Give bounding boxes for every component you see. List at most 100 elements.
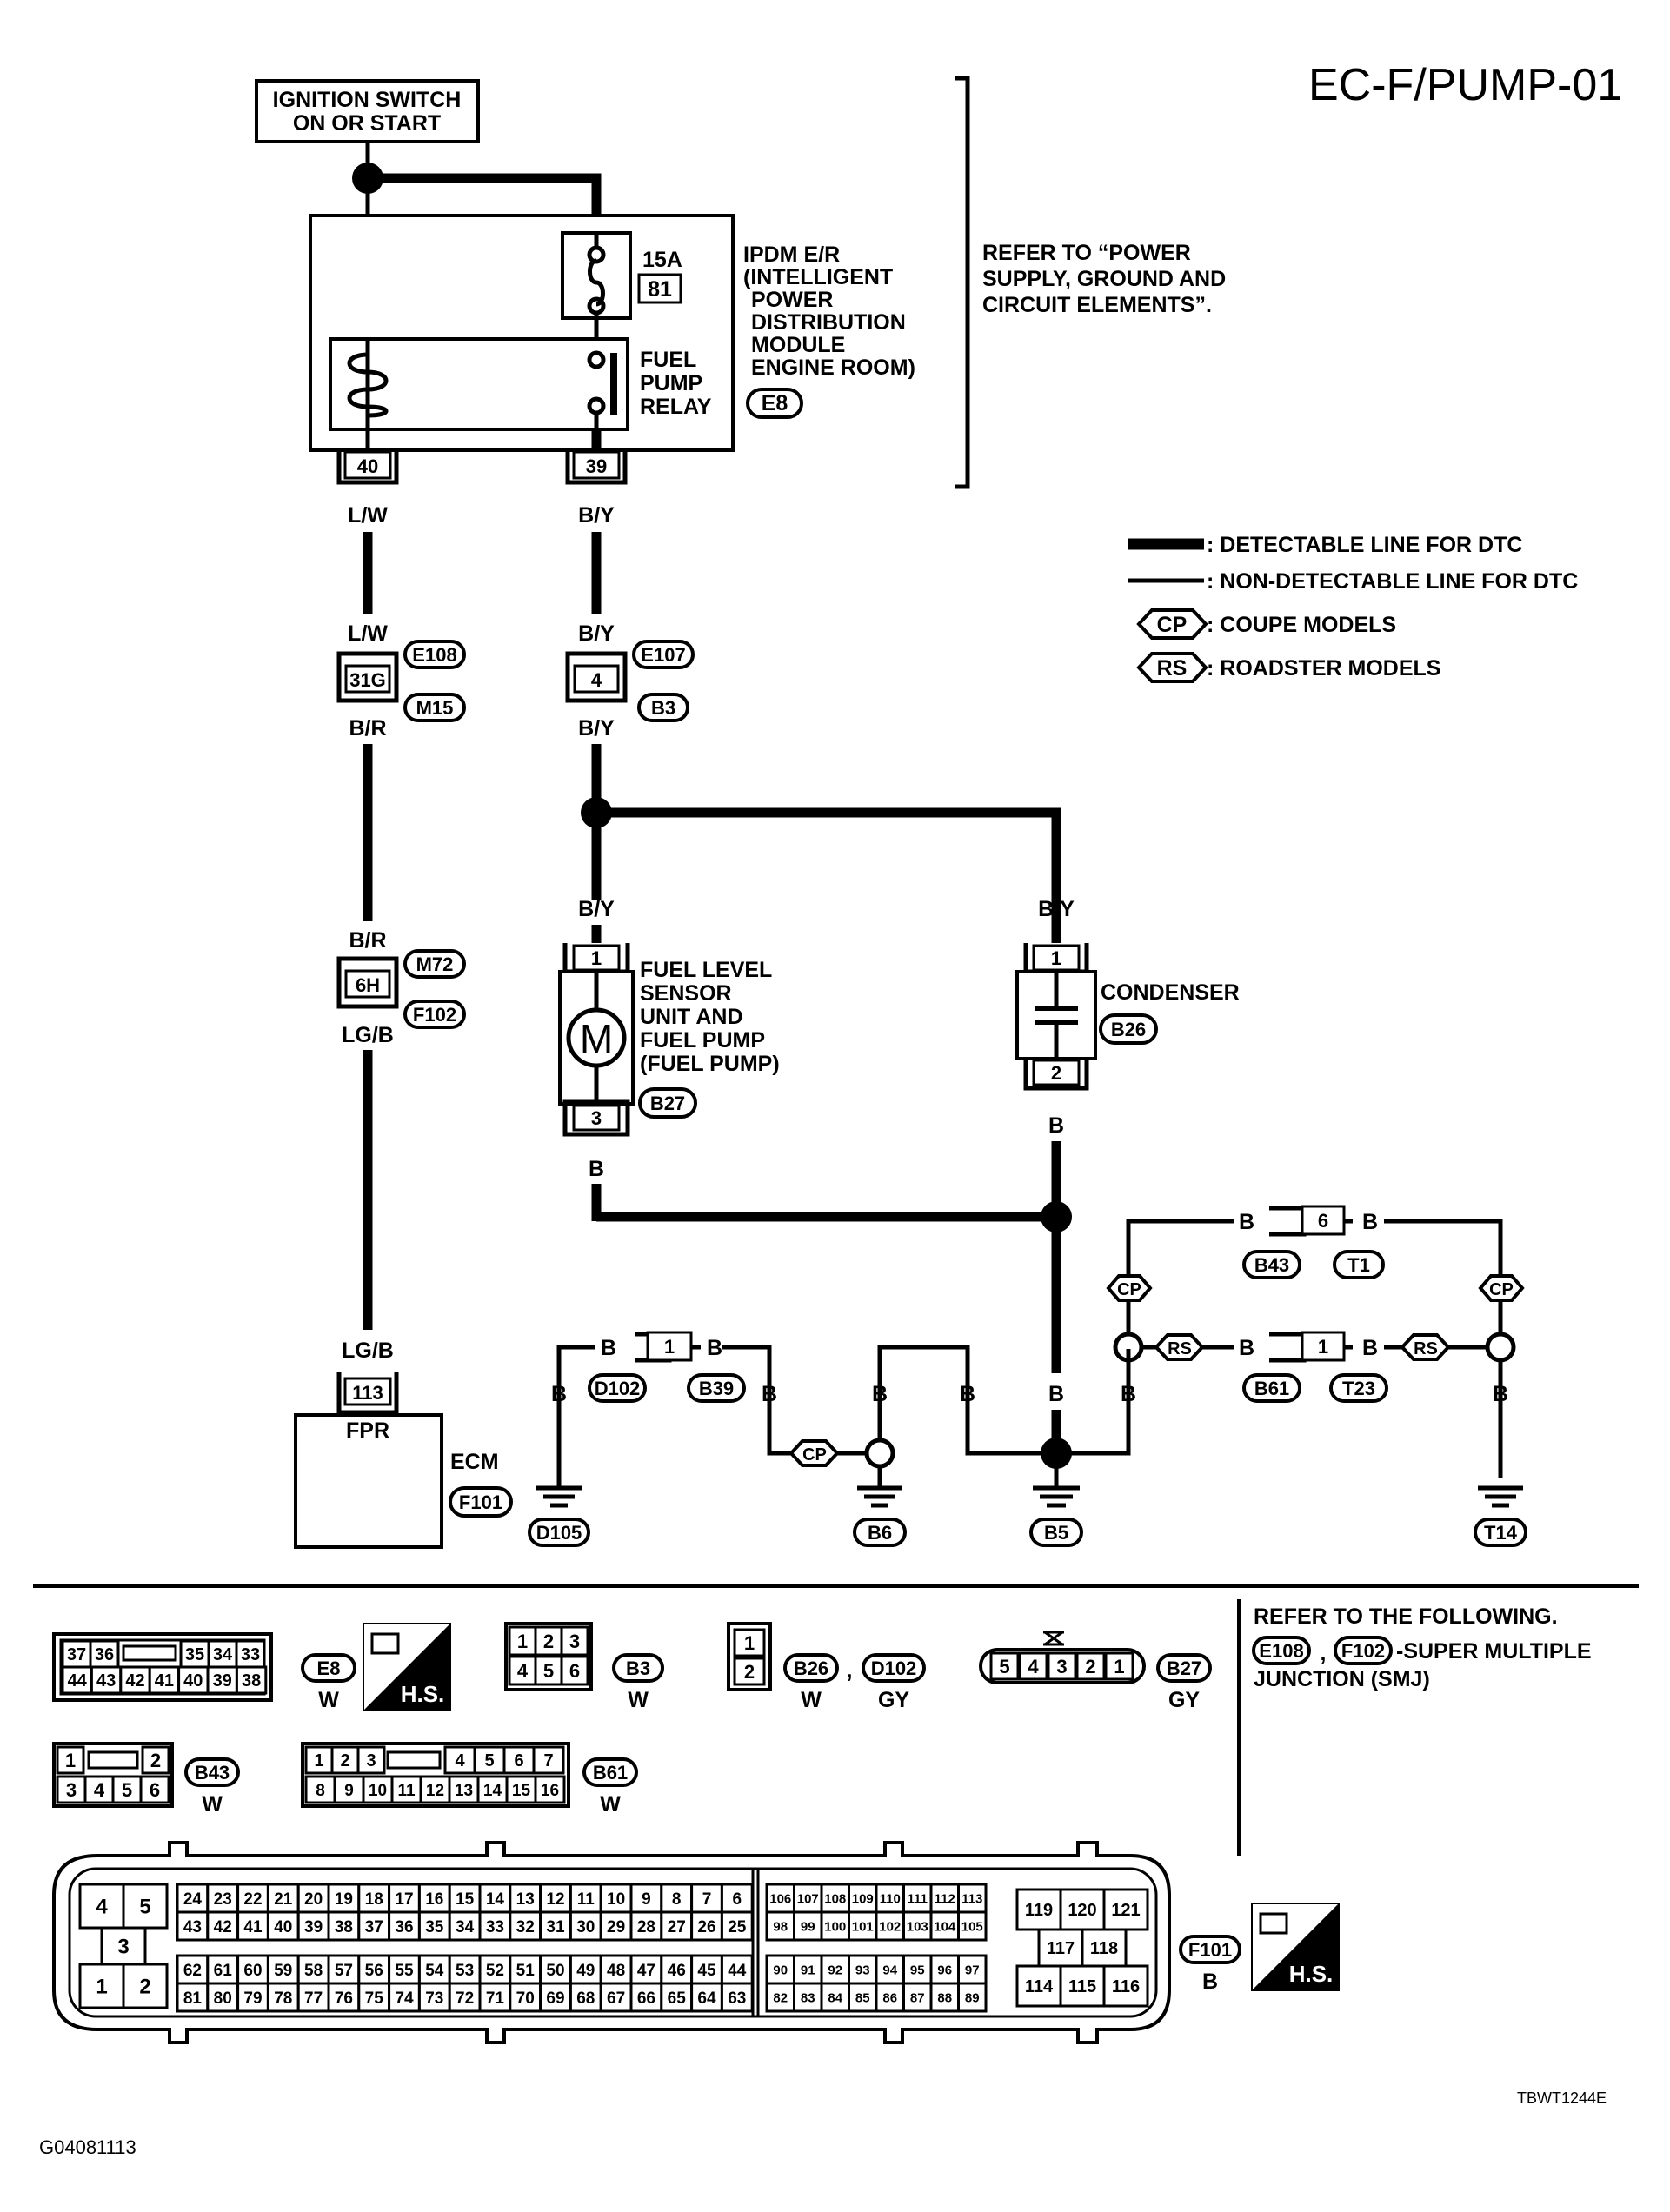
b3-pin bbox=[534, 1625, 563, 1657]
f101-pin-label: 121 bbox=[1111, 1901, 1140, 1920]
f101-pin-label: 20 bbox=[304, 1890, 323, 1909]
f101-pin bbox=[327, 1954, 361, 1985]
f101-pin bbox=[793, 1982, 823, 2013]
b61-color: W bbox=[600, 1792, 621, 1817]
joint-4: 4 E107 B3 bbox=[565, 640, 695, 722]
f101-pin-label: 52 bbox=[486, 1962, 504, 1980]
f101-pin-label: 71 bbox=[486, 1989, 505, 2008]
cp-point-right bbox=[1485, 1332, 1516, 1363]
f101-pin-label: 89 bbox=[965, 1990, 980, 2005]
f101-pin-label: 36 bbox=[395, 1918, 413, 1936]
b27-pin bbox=[1018, 1651, 1048, 1681]
e8-pin-label: 33 bbox=[241, 1645, 260, 1664]
b61-pin bbox=[304, 1775, 336, 1804]
f101-pin-label: 65 bbox=[668, 1989, 687, 2008]
f101-pin-label: 106 bbox=[769, 1891, 791, 1906]
motor-symbol: M bbox=[580, 1016, 613, 1061]
f101-pin-label: 7 bbox=[702, 1890, 712, 1909]
joint-b43: B43 bbox=[1254, 1254, 1289, 1276]
legend-roadster: : ROADSTER MODELS bbox=[1207, 656, 1440, 681]
f101-pin-label: 87 bbox=[910, 1990, 925, 2005]
f101-pin-label: 61 bbox=[214, 1962, 233, 1980]
b27-pin-label: 3 bbox=[1056, 1656, 1067, 1677]
f101-pin-label: 57 bbox=[335, 1962, 353, 1980]
b27-color: GY bbox=[1168, 1688, 1200, 1712]
f101-pin-label: 105 bbox=[961, 1919, 983, 1934]
pump-line5: (FUEL PUMP) bbox=[640, 1052, 780, 1076]
refer-line1: REFER TO “POWER bbox=[982, 241, 1191, 265]
b61-pin bbox=[502, 1745, 536, 1775]
f101-pin-label: 4 bbox=[96, 1896, 108, 1919]
f101-pin bbox=[902, 1910, 933, 1942]
f101-pin bbox=[929, 1982, 960, 2013]
f101-pin bbox=[176, 1954, 210, 1985]
e8-pin-label: 44 bbox=[68, 1671, 88, 1691]
ecm-connector: F101 bbox=[459, 1491, 502, 1513]
f101-pin-label: 15 bbox=[456, 1890, 475, 1909]
f101-pin-label: 113 bbox=[961, 1891, 982, 1906]
b6-point bbox=[864, 1438, 895, 1469]
b61-pin-label: 7 bbox=[543, 1751, 553, 1770]
b27-pin-label: 2 bbox=[1085, 1656, 1095, 1677]
f101-pin-label: 56 bbox=[365, 1962, 383, 1980]
hs-icon-f101: H.S. bbox=[1251, 1903, 1340, 1991]
b61-pin-label: 1 bbox=[314, 1751, 323, 1770]
e8-pin-label: 36 bbox=[95, 1645, 114, 1664]
f101-pin bbox=[266, 1982, 300, 2013]
ipdm-connector: E8 bbox=[762, 391, 788, 415]
e8-pin bbox=[235, 1665, 268, 1695]
wire-lgb-2: LG/B bbox=[342, 1338, 394, 1363]
f101-pin-label: 118 bbox=[1090, 1939, 1118, 1958]
joint-t1: T1 bbox=[1347, 1254, 1370, 1276]
hs-label-e8: H.S. bbox=[401, 1681, 445, 1707]
f101-pin bbox=[509, 1954, 542, 1985]
ipdm-pin-39: 39 bbox=[565, 450, 628, 485]
b26-label: B26 bbox=[794, 1657, 828, 1679]
f101-pin-label: 99 bbox=[801, 1919, 815, 1934]
f101-pin-label: 14 bbox=[486, 1890, 505, 1909]
b61-pin bbox=[419, 1775, 451, 1804]
f101-pin-label: 92 bbox=[828, 1963, 842, 1977]
e8-pin-label: 37 bbox=[67, 1645, 86, 1664]
f101-pin-label: 12 bbox=[546, 1890, 564, 1909]
f101-pin-label: 102 bbox=[879, 1919, 901, 1934]
f101-pin-label: 42 bbox=[214, 1918, 232, 1936]
svg-text:6: 6 bbox=[1318, 1210, 1328, 1232]
f101-pin bbox=[296, 1883, 330, 1914]
f101-pin-label: 86 bbox=[882, 1990, 897, 2005]
b61-pin bbox=[534, 1775, 566, 1804]
diagram-title: EC-F/PUMP-01 bbox=[1308, 60, 1622, 110]
legend-cp-symbol: CP bbox=[1157, 613, 1188, 637]
f101-pin-label: 37 bbox=[365, 1918, 383, 1936]
b61-pin bbox=[362, 1775, 394, 1804]
rs-left: RS bbox=[1168, 1339, 1192, 1358]
f101-pin-label: 46 bbox=[668, 1962, 686, 1980]
joint-f102: F102 bbox=[413, 1004, 456, 1026]
f101-pin-label: 73 bbox=[425, 1989, 443, 2008]
f101-pin-label: 98 bbox=[773, 1919, 788, 1934]
f101-pin-label: 78 bbox=[274, 1989, 292, 2008]
b43-pin-label: 1 bbox=[65, 1750, 76, 1771]
f101-pin bbox=[690, 1910, 723, 1942]
f101-pin bbox=[388, 1954, 421, 1985]
ipdm-line2: (INTELLIGENT bbox=[743, 265, 893, 289]
f101-pin-label: 24 bbox=[183, 1890, 203, 1909]
f101-pin bbox=[122, 1963, 169, 2009]
b61-pin-label: 15 bbox=[512, 1782, 531, 1800]
ipdm-line6: ENGINE ROOM) bbox=[751, 355, 915, 380]
b61-pin-label: 12 bbox=[426, 1782, 444, 1800]
wire-by-4: B/Y bbox=[578, 897, 615, 921]
f101-pin-label: 19 bbox=[335, 1890, 353, 1909]
svg-text:1: 1 bbox=[664, 1336, 675, 1358]
wire-b-b39: B bbox=[707, 1336, 722, 1360]
b43-pin-label: 6 bbox=[150, 1779, 160, 1801]
f101-pin-label: 54 bbox=[425, 1962, 444, 1980]
b27-pin-label: 4 bbox=[1028, 1656, 1039, 1677]
f101-pin-label: 60 bbox=[243, 1962, 262, 1980]
b43-pin-label: 5 bbox=[122, 1779, 132, 1801]
f101-pin bbox=[357, 1910, 391, 1942]
f101-pin-label: 115 bbox=[1068, 1977, 1096, 1996]
b43-key bbox=[87, 1750, 139, 1770]
f101-pin-label: 67 bbox=[607, 1989, 625, 2008]
